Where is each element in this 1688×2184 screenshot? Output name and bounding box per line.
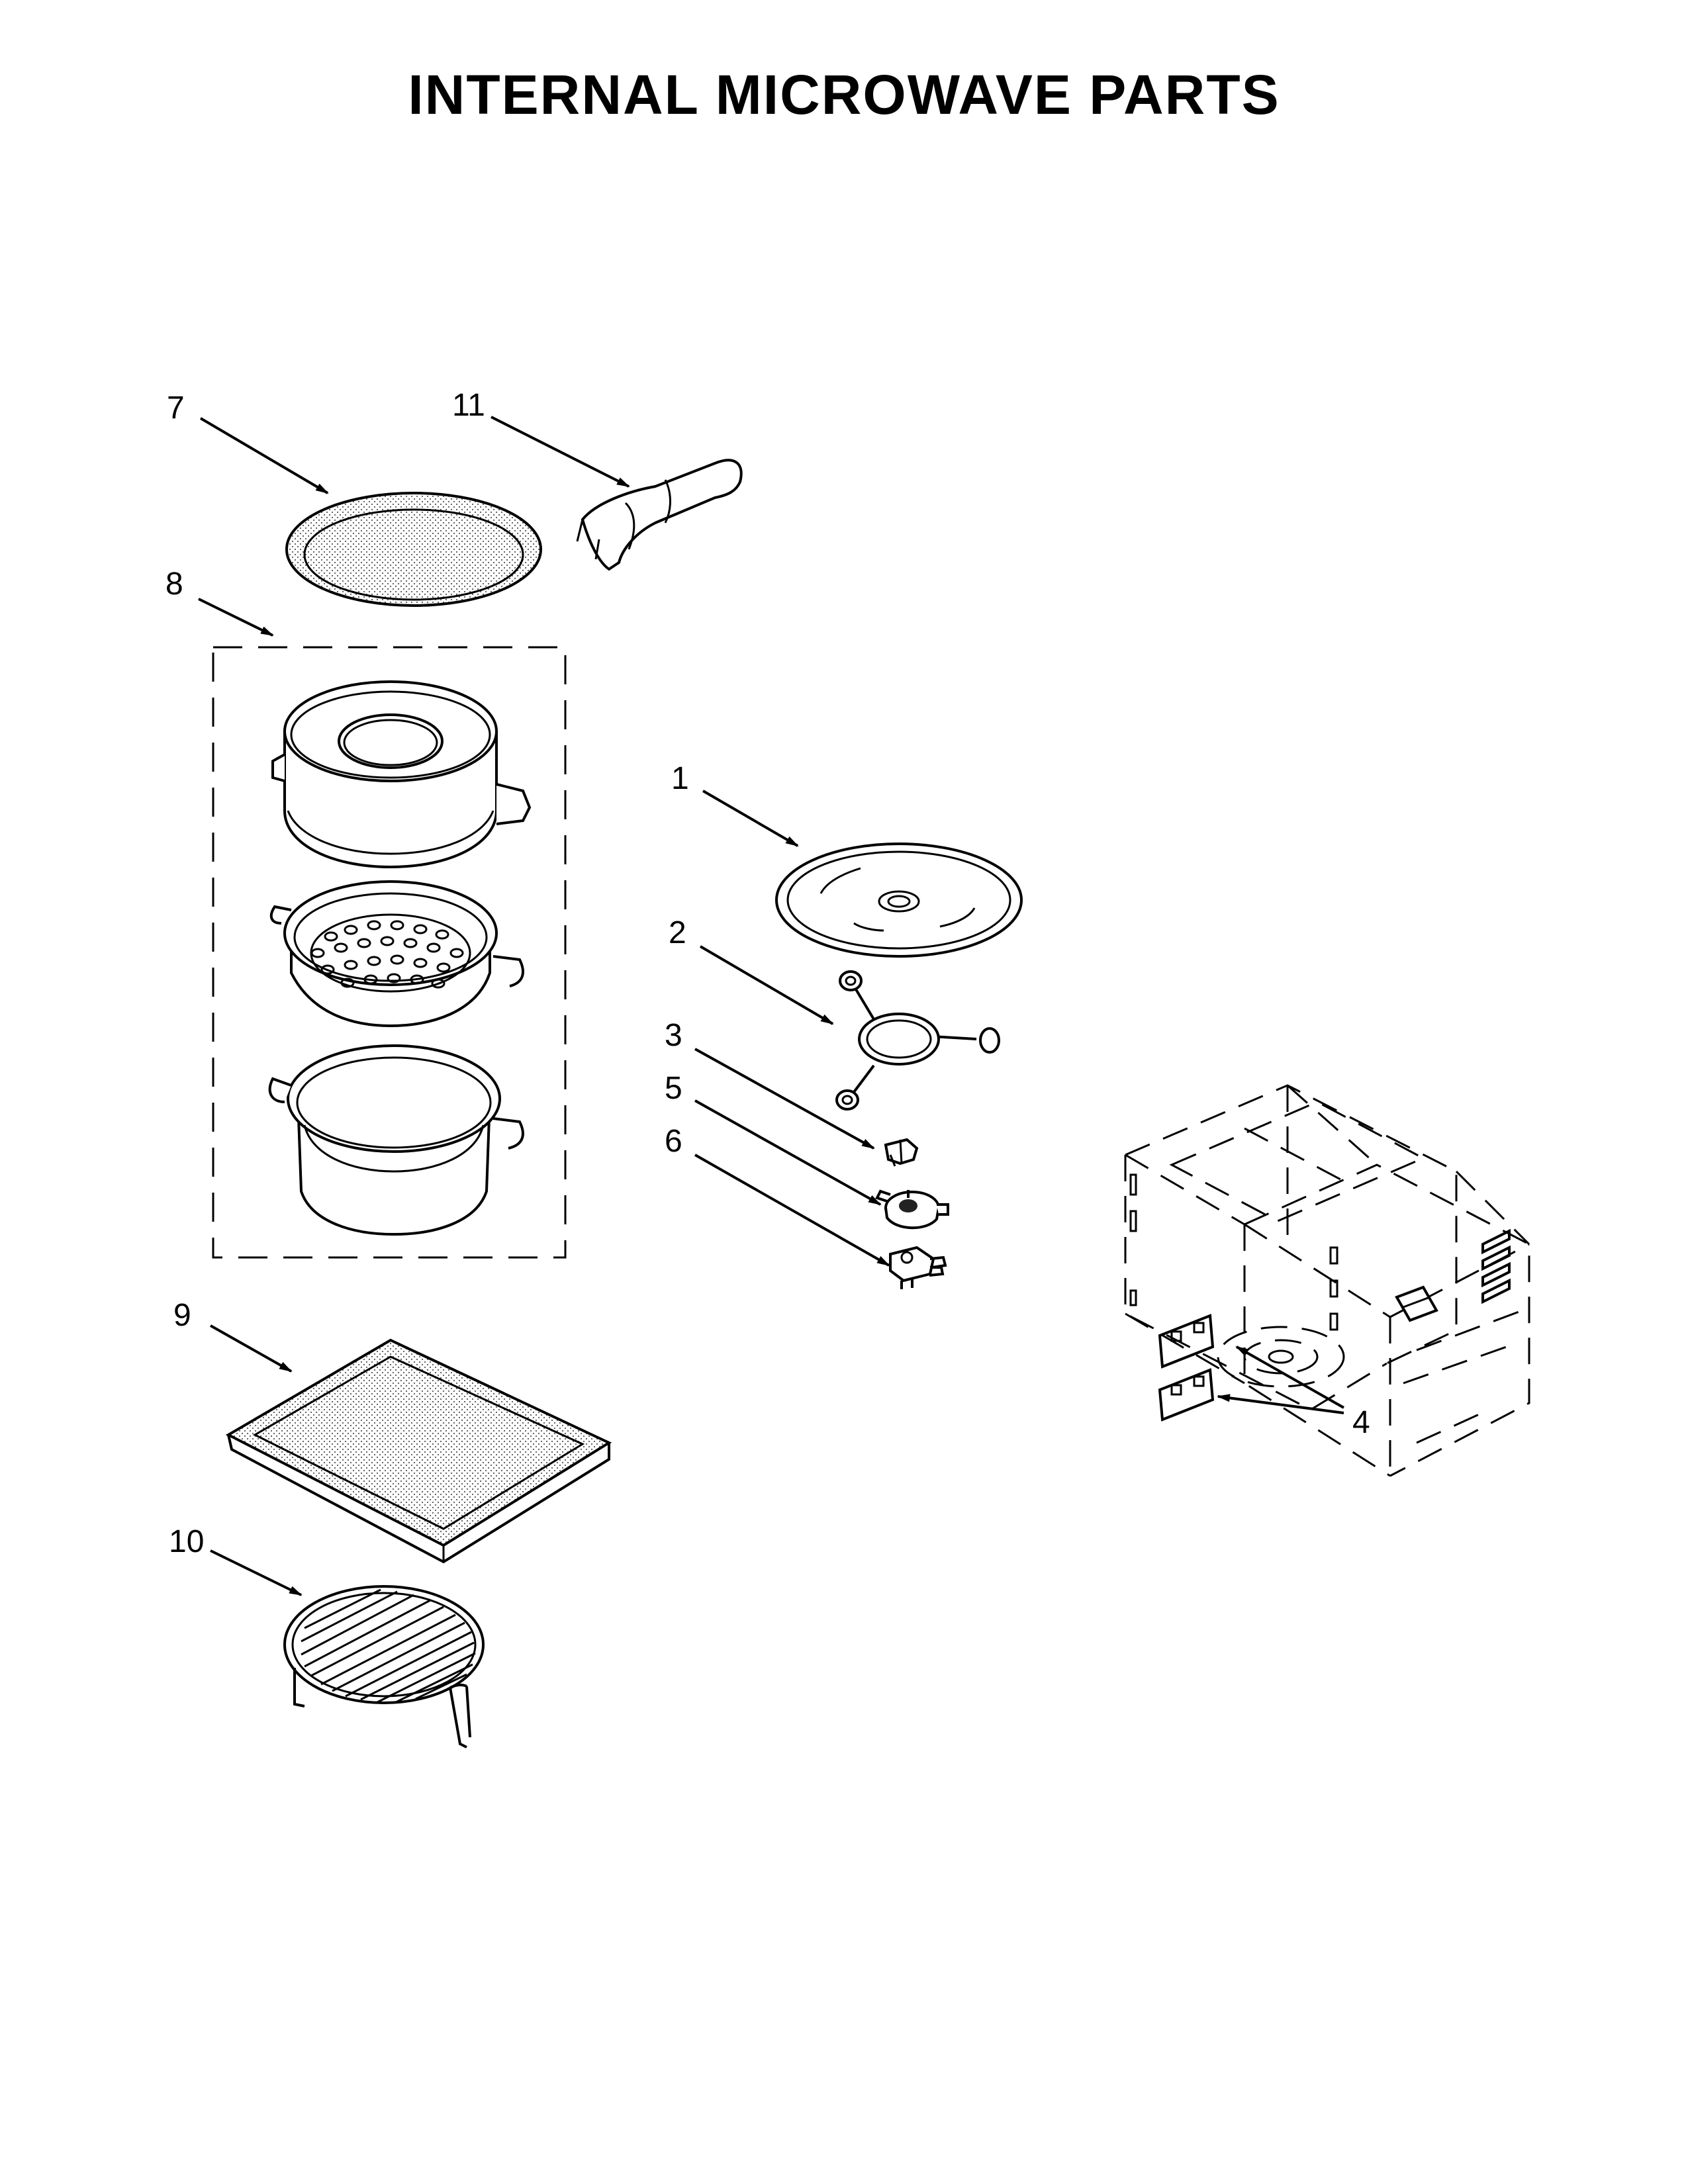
callout-11: 11 <box>452 388 485 423</box>
callout-9: 9 <box>173 1298 191 1333</box>
leader-10 <box>210 1549 303 1596</box>
part-7-round-crisper-pan <box>285 492 542 607</box>
callout-7: 7 <box>167 390 185 426</box>
callout-6: 6 <box>665 1124 682 1159</box>
part-8-steamer-basket <box>269 880 524 1028</box>
leader-11 <box>491 416 630 488</box>
callout-2: 2 <box>669 915 686 950</box>
leader-7 <box>199 417 329 494</box>
part-9-crisper-tray <box>225 1338 612 1564</box>
oven-cavity-reference <box>1124 1084 1530 1477</box>
part-8-steamer-lid <box>271 680 532 869</box>
callout-4: 4 <box>1352 1405 1370 1440</box>
callout-3: 3 <box>665 1018 682 1053</box>
callout-5: 5 <box>665 1071 682 1106</box>
part-10-cooking-rack <box>283 1585 485 1749</box>
page-title: INTERNAL MICROWAVE PARTS <box>408 64 1280 126</box>
leader-5 <box>694 1099 882 1206</box>
part-5-turntable-motor <box>875 1189 949 1230</box>
leader-4a <box>1235 1345 1344 1409</box>
leader-9 <box>210 1324 293 1373</box>
leader-8 <box>198 598 274 637</box>
part-3-turntable-coupler <box>884 1138 919 1167</box>
callout-10: 10 <box>169 1524 204 1559</box>
leader-6 <box>694 1154 890 1267</box>
part-8-steamer-bowl <box>268 1044 524 1236</box>
callout-8: 8 <box>165 567 183 602</box>
callout-1: 1 <box>671 761 689 796</box>
part-8-steamer-set-boundary <box>212 646 567 1259</box>
part-4-waveguide-covers <box>1158 1314 1215 1422</box>
leader-3 <box>694 1048 875 1150</box>
part-1-turntable-tray <box>775 842 1023 958</box>
part-6-motor-switch <box>889 1246 947 1289</box>
part-11-pan-handle <box>576 459 743 571</box>
part-2-roller-support <box>835 970 1000 1111</box>
leader-4b <box>1217 1394 1344 1414</box>
leader-1 <box>702 790 799 847</box>
leader-2 <box>699 945 834 1025</box>
